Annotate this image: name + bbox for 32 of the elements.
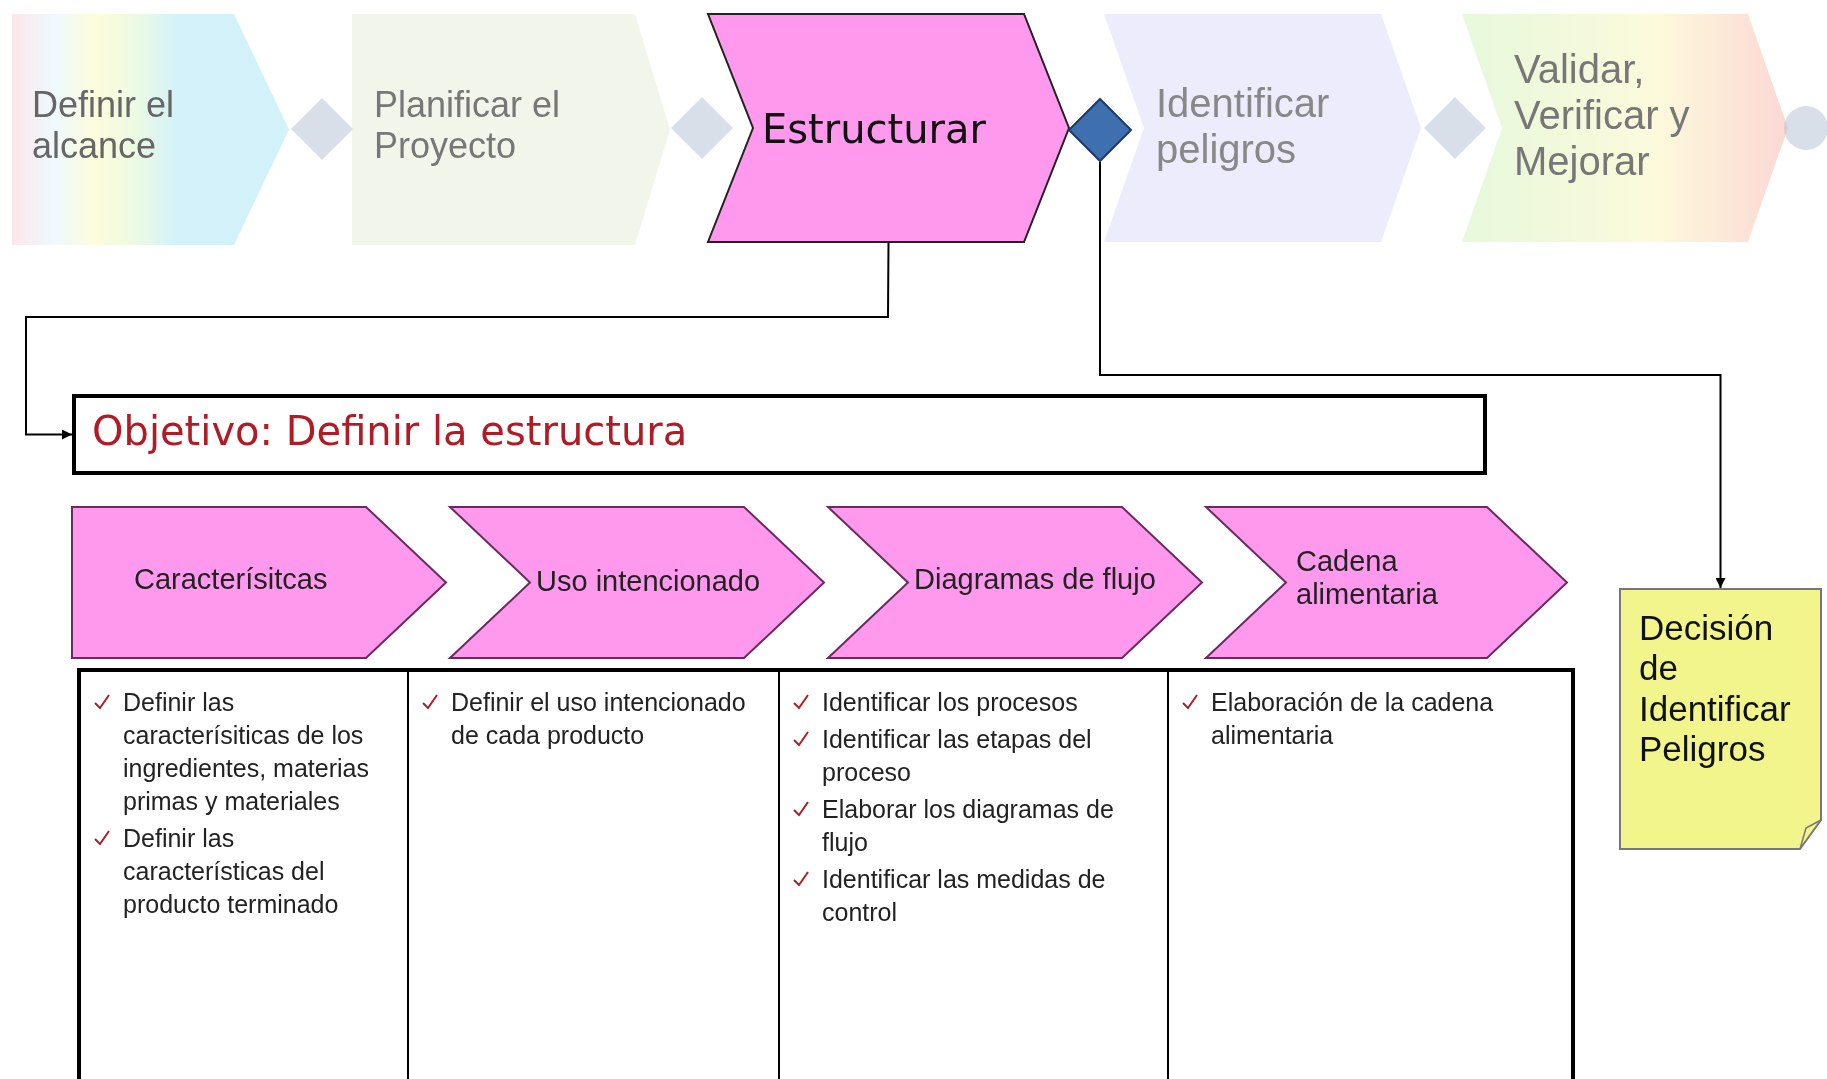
objective-box bbox=[72, 394, 1487, 475]
node-label: Cadena alimentaria bbox=[1296, 545, 1439, 612]
node-label: Validar, Verificar y Mejorar bbox=[1514, 46, 1691, 184]
node-label: Objetivo: Definir la estructura bbox=[92, 408, 689, 454]
process-step bbox=[828, 507, 1202, 658]
connector-arrow bbox=[25, 241, 890, 440]
node-label: Caracterísitcas bbox=[134, 563, 329, 597]
node-label: Definir el alcance bbox=[32, 84, 176, 167]
process-step bbox=[1206, 507, 1567, 658]
node-label: Estructurar bbox=[762, 106, 988, 152]
list-item: Identificar las medidas de control bbox=[822, 865, 1106, 926]
list-item: Identificar las etapas del proceso bbox=[822, 725, 1092, 786]
list-item: Identificar los procesos bbox=[822, 688, 1078, 716]
list-item: Elaboración de la cadena alimentaria bbox=[1211, 688, 1494, 749]
node-label: Uso intencionado bbox=[536, 565, 762, 599]
node-label: Decisión de Identificar Peligros bbox=[1639, 608, 1792, 769]
list-item: Definir las características del producto terminado bbox=[123, 824, 339, 918]
list-item: Elaborar los diagramas de flujo bbox=[822, 795, 1114, 856]
process-step bbox=[708, 14, 1069, 242]
process-step bbox=[352, 14, 670, 245]
node-label: Identificar peligros bbox=[1156, 80, 1331, 172]
process-step bbox=[450, 507, 824, 658]
node-label: Planificar el Proyecto bbox=[374, 84, 562, 167]
process-step bbox=[1104, 14, 1421, 242]
connector-arrow bbox=[1099, 161, 1726, 589]
node-label: Diagramas de flujo bbox=[914, 563, 1157, 597]
list-item: Definir el uso intencionado de cada producto bbox=[451, 688, 746, 749]
list-item: Definir las caracterísiticas de los ingredientes, materias primas y materiales bbox=[123, 688, 369, 815]
note-box bbox=[1619, 588, 1822, 850]
process-step bbox=[1462, 14, 1788, 242]
process-step bbox=[12, 14, 289, 245]
process-step bbox=[72, 507, 446, 658]
